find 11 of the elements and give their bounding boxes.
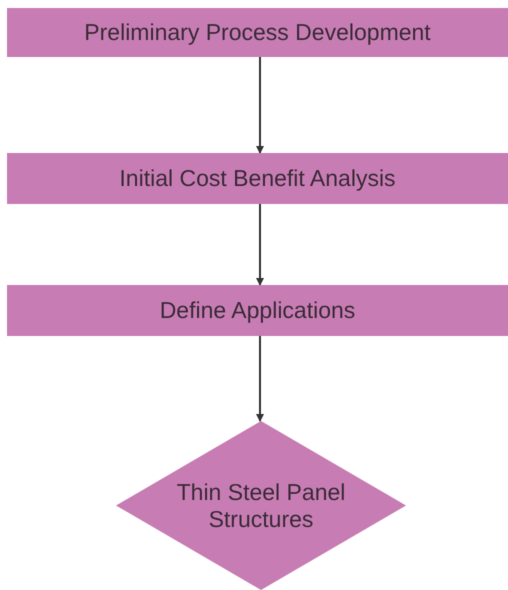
arrow [256, 204, 264, 286]
arrow [256, 336, 264, 422]
arrow [256, 57, 264, 154]
node-label: Preliminary Process Development [84, 19, 431, 46]
node-label: Thin Steel Panel Structures [176, 478, 346, 532]
process-box [7, 153, 508, 204]
node-label: Define Applications [160, 297, 356, 324]
process-box [7, 285, 508, 336]
process-box [7, 8, 508, 57]
decision-diamond [116, 421, 406, 590]
node-label: Initial Cost Benefit Analysis [119, 165, 396, 192]
